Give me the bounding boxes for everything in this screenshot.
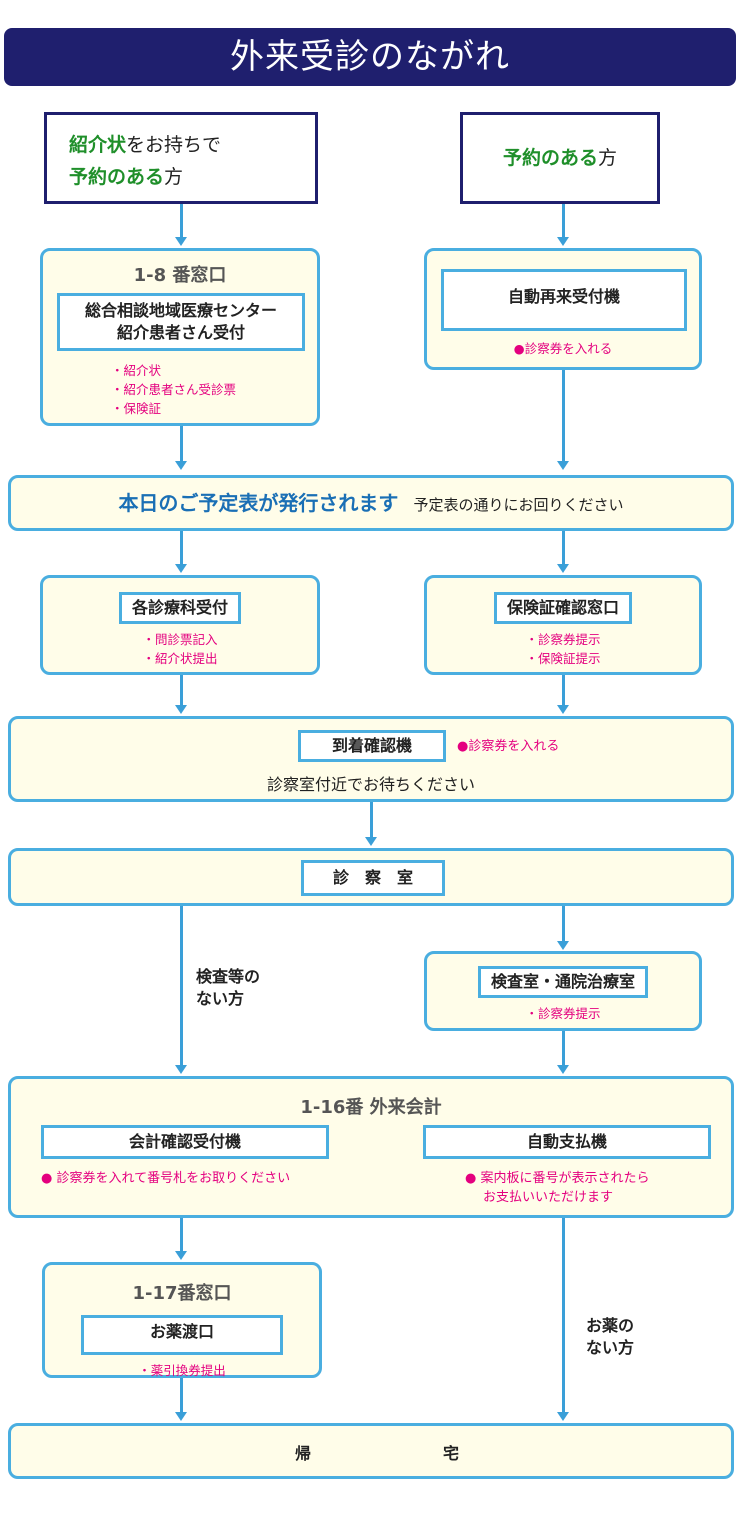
note-list: ・診察券提示 ・保険証提示 [427,630,699,668]
start-box-referral: 紹介状をお持ちで 予約のある方 [44,112,318,204]
flow-line [370,802,373,838]
start-line-2: 予約のある方 [69,161,315,193]
note-item: ・診察券提示 [525,632,601,647]
note-list: ・紹介状 ・紹介患者さん受診票 ・保険証 [111,361,317,418]
note-line: お支払いいただけます [483,1190,614,1205]
start-box-appointment: 予約のある方 [460,112,660,204]
flow-line [180,906,183,1066]
flow-line [180,426,183,462]
arrow-head [365,837,377,846]
arrow-head [175,705,187,714]
note-item: ・紹介患者さん受診票 [111,382,237,397]
note-line: ● 案内板に番号が表示されたら [465,1171,650,1186]
flow-line [562,1031,565,1066]
label-line: 検査等の [196,967,261,986]
medicine-counter-box: お薬渡口 [81,1315,283,1355]
arrow-head [557,1065,569,1074]
arrival-sub-text: 診察室付近でお待ちください [266,775,475,794]
payment-note: ● 案内板に番号が表示されたら お支払いいただけます [465,1169,649,1207]
label-line: ない方 [586,1338,635,1357]
flow-line [562,370,565,462]
box-line: 総合相談地域医療センター [84,301,277,320]
home-panel: 帰 宅 [8,1423,734,1479]
flow-line [180,1218,183,1252]
arrow-head [175,1412,187,1421]
test-room-panel: 検査室・通院治療室 ・診察券提示 [424,951,702,1031]
green-text: 予約のある [502,147,598,169]
note-item: ・薬引換券提出 [138,1363,226,1378]
exam-room-box: 診 察 室 [301,860,445,896]
flow-line [562,204,565,238]
window-1-8-heading: 1-8 番窓口 [133,265,227,286]
exam-room-panel: 診 察 室 [8,848,734,906]
note-item: ・保険証 [111,401,162,416]
arrow-head [175,1065,187,1074]
auto-payment-box: 自動支払機 [423,1125,711,1159]
plain-text: 方 [598,147,618,169]
auto-reception-box: 自動再来受付機 [441,269,687,331]
arrival-panel: 到着確認機 ●診察券を入れる 診察室付近でお待ちください [8,716,734,802]
note-item: ・問診票記入 [142,632,218,647]
label-line: ない方 [196,989,245,1008]
schedule-sub-text: 予定表の通りにお回りください [413,496,624,514]
label-line: お薬の [586,1316,635,1335]
start-line-1: 紹介状をお持ちで [69,129,315,161]
flow-line [180,675,183,706]
dept-reception-box: 各診療科受付 [118,592,241,624]
pharmacy-heading: 1-17番窓口 [132,1283,232,1304]
plain-text: 方 [164,166,184,188]
arrow-head [175,237,187,246]
arrow-head [557,564,569,573]
checkout-reception-box: 会計確認受付機 [41,1125,329,1159]
note-item: ●診察券を入れる [513,341,613,356]
home-text-left: 帰 [295,1444,312,1463]
arrow-head [557,461,569,470]
arrow-head [175,564,187,573]
green-text: 予約のある [69,166,165,188]
schedule-main-text: 本日のご予定表が発行されます [118,491,399,515]
checkout-note: ● 診察券を入れて番号札をお取りください [41,1171,291,1186]
no-test-label: 検査等の ない方 [196,966,260,1010]
note-list: ・問診票記入 ・紹介状提出 [43,630,317,668]
arrival-note: ●診察券を入れる [457,739,560,754]
arrow-head [175,461,187,470]
green-text: 紹介状 [69,134,127,156]
flow-line [180,531,183,565]
referral-reception-box: 総合相談地域医療センター 紹介患者さん受付 [57,293,305,351]
dept-reception-panel: 各診療科受付 ・問診票記入 ・紹介状提出 [40,575,320,675]
flow-line [562,675,565,706]
page-title: 外来受診のながれ [4,28,736,86]
no-medicine-label: お薬の ない方 [586,1315,634,1359]
arrow-head [557,941,569,950]
cashier-heading: 1-16番 外来会計 [300,1097,442,1118]
schedule-panel: 本日のご予定表が発行されます 予定表の通りにお回りください [8,475,734,531]
insurance-window-box: 保険証確認窓口 [493,592,632,624]
arrow-head [557,705,569,714]
flow-line [562,1218,565,1413]
flow-line [180,204,183,238]
note-item: ・紹介状提出 [142,651,218,666]
arrow-head [175,1251,187,1260]
window-1-8-panel: 1-8 番窓口 総合相談地域医療センター 紹介患者さん受付 ・紹介状 ・紹介患者… [40,248,320,426]
home-text-right: 宅 [443,1444,460,1463]
arrow-head [557,1412,569,1421]
test-room-box: 検査室・通院治療室 [477,966,648,998]
pharmacy-panel: 1-17番窓口 お薬渡口 ・薬引換券提出 [42,1262,322,1378]
flow-line [180,1378,183,1413]
box-line: 紹介患者さん受付 [116,323,245,342]
arrow-head [557,237,569,246]
note-item: ・保険証提示 [525,651,601,666]
insurance-window-panel: 保険証確認窓口 ・診察券提示 ・保険証提示 [424,575,702,675]
flow-line [562,906,565,942]
cashier-panel: 1-16番 外来会計 会計確認受付機 ● 診察券を入れて番号札をお取りください … [8,1076,734,1218]
arrival-box: 到着確認機 [298,730,446,762]
note-item: ・診察券提示 [525,1006,601,1021]
note-item: ・紹介状 [111,363,162,378]
flow-line [562,531,565,565]
auto-reception-panel: 自動再来受付機 ●診察券を入れる [424,248,702,370]
plain-text: をお持ちで [126,134,222,156]
